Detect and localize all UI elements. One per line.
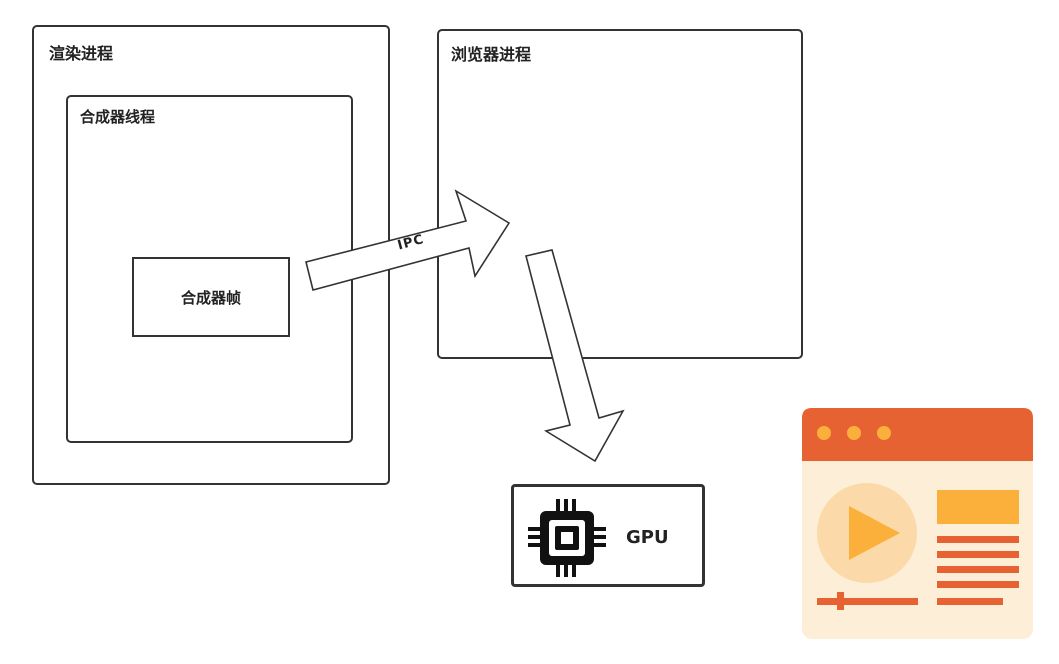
ipc-arrow xyxy=(305,189,511,291)
video-webpage-illustration xyxy=(802,408,1033,639)
gpu-label: GPU xyxy=(626,527,669,548)
render-process-title: 渲染进程 xyxy=(49,44,114,63)
gpu-arrow xyxy=(525,249,625,463)
compositor-thread-box xyxy=(66,95,353,443)
gpu-box: GPU xyxy=(511,484,705,587)
compositor-frame-label: 合成器帧 xyxy=(180,288,241,307)
chip-icon xyxy=(528,499,606,577)
browser-process-title: 浏览器进程 xyxy=(451,45,532,64)
compositor-thread-title: 合成器线程 xyxy=(80,108,156,126)
compositor-frame-box: 合成器帧 xyxy=(132,257,290,337)
browser-process-box xyxy=(437,29,803,359)
